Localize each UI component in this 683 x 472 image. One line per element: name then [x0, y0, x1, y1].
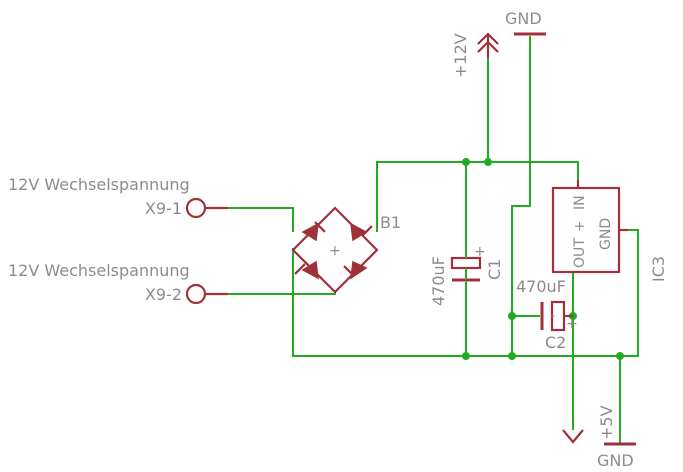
wires	[206, 36, 639, 444]
diode-icon	[343, 260, 368, 280]
wire-gnd-top	[511, 36, 531, 356]
wire-bridge-minus	[292, 229, 639, 357]
junction-dot	[508, 312, 516, 320]
junctions	[462, 158, 624, 360]
gnd-bottom-label: GND	[597, 451, 634, 470]
connector-x92: 12V Wechselspannung X9-2	[8, 261, 228, 305]
junction-dot	[462, 352, 470, 360]
junction-dot	[484, 158, 492, 166]
supply-12v: +12V	[451, 32, 499, 78]
wire-x91	[206, 207, 294, 232]
c2-name: C2	[545, 333, 566, 352]
terminal-x92-icon	[185, 283, 207, 305]
capacitor-c1: + 470uF C1	[429, 244, 504, 306]
gnd-top-label: GND	[505, 9, 542, 28]
ic3-in-pin: IN	[572, 195, 588, 210]
junction-dot	[508, 352, 516, 360]
diode-icon	[294, 260, 319, 280]
x91-description: 12V Wechselspannung	[8, 175, 190, 194]
wire-bridge-plus	[376, 161, 579, 232]
c1-name: C1	[485, 259, 504, 280]
c2-minus-sign: -	[550, 308, 555, 324]
capacitor-c2: - + 470uF C2	[516, 277, 578, 352]
junction-dot	[616, 352, 624, 360]
c2-value: 470uF	[516, 277, 566, 296]
c1-value: 470uF	[429, 256, 448, 306]
ic3-name: IC3	[649, 256, 668, 282]
c2-plus-sign: +	[566, 316, 578, 332]
plus12v-label: +12V	[451, 33, 470, 78]
c1-plus-sign: +	[474, 244, 486, 260]
b1-label: B1	[380, 213, 401, 232]
diode-icon	[301, 221, 326, 242]
plus5v-label: +5V	[597, 405, 616, 440]
connector-x91: 12V Wechselspannung X9-1	[8, 175, 228, 219]
bridge-rectifier-b1: + B1	[291, 206, 401, 294]
arrow-down-icon	[562, 429, 584, 444]
ic3-out-pin: OUT	[572, 238, 588, 268]
x92-description: 12V Wechselspannung	[8, 261, 190, 280]
terminal-x91-icon	[185, 197, 207, 219]
junction-dot	[462, 158, 470, 166]
bridge-plus-sign: +	[329, 243, 341, 259]
x91-name: X9-1	[145, 199, 182, 218]
x92-name: X9-2	[145, 285, 182, 304]
ground-bottom: GND	[597, 442, 636, 470]
supply-5v: +5V	[562, 405, 616, 444]
ic3-gnd-pin: GND	[598, 218, 614, 250]
ic3-plus-pin: +	[572, 220, 588, 232]
diode-icon	[350, 222, 373, 242]
ground-top: GND	[505, 9, 546, 36]
regulator-ic3: IN OUT + GND IC3	[551, 180, 668, 282]
